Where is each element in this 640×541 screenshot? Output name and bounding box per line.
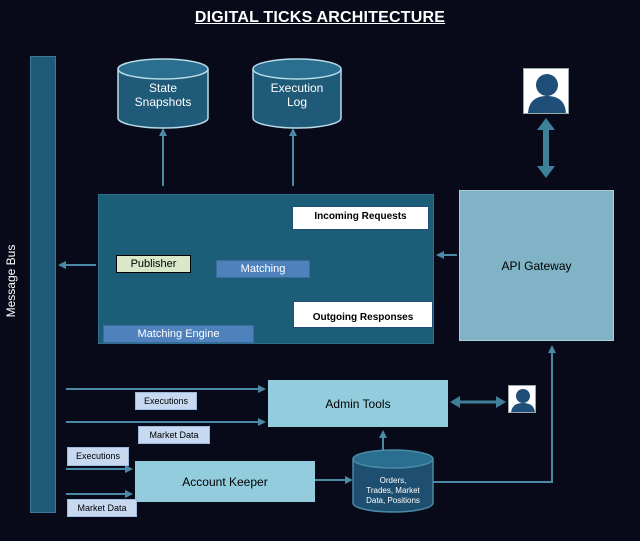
outgoing-responses-box: Outgoing Responses	[293, 301, 433, 328]
executions-tag-admin: Executions	[135, 392, 197, 410]
user-icon	[523, 68, 569, 114]
account-keeper: Account Keeper	[135, 461, 315, 502]
arrow-user-gateway-head-top	[537, 118, 555, 130]
incoming-requests-box: Incoming Requests	[292, 206, 429, 230]
market-data-tag-keeper: Market Data	[67, 499, 137, 517]
arrow-admin-head-left	[450, 396, 460, 408]
orders-store-label: Orders, Trades, Market Data, Positions	[366, 476, 420, 505]
diagram-title: DIGITAL TICKS ARCHITECTURE	[194, 9, 446, 26]
executions-tag-keeper: Executions	[67, 447, 129, 466]
arrow-admin-head-right	[496, 396, 506, 408]
orders-trades-store	[352, 449, 434, 513]
admin-user-icon	[508, 385, 536, 413]
state-snapshots-label: State Snapshots	[134, 81, 192, 109]
state-snapshots-store	[117, 58, 209, 129]
matching-box: Matching	[216, 260, 310, 278]
execution-log-store	[252, 58, 342, 129]
api-gateway-label: API Gateway	[501, 258, 572, 273]
admin-tools-label: Admin Tools	[325, 396, 391, 411]
execution-log-label: Execution Log	[270, 81, 324, 109]
account-keeper-label: Account Keeper	[182, 474, 268, 489]
arrow-store-to-gateway	[432, 345, 556, 483]
api-gateway: API Gateway	[459, 190, 614, 341]
arrow-user-gateway-head-bottom	[537, 166, 555, 178]
message-bus-label: Message Bus	[4, 244, 18, 318]
message-bus	[30, 56, 56, 513]
matching-engine-label: Matching Engine	[103, 325, 254, 343]
publisher-box: Publisher	[116, 255, 191, 273]
market-data-tag-admin: Market Data	[138, 426, 210, 444]
admin-tools: Admin Tools	[268, 380, 448, 427]
